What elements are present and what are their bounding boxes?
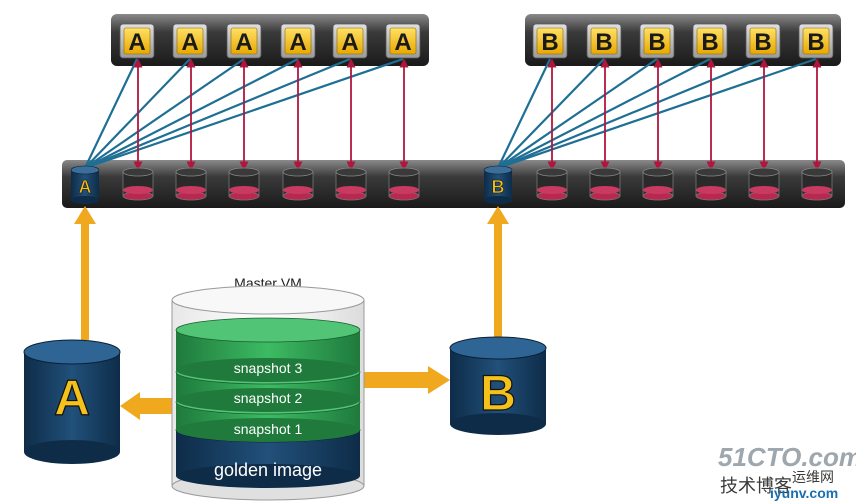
b-tile-letter: B — [595, 29, 612, 56]
b-replica-link-5 — [497, 57, 764, 170]
b-delta-disk-6 — [801, 167, 833, 201]
b-replica-link-6 — [497, 57, 817, 170]
full-clone-db-b: B — [449, 336, 547, 435]
a-tile-letter: A — [128, 29, 145, 56]
b-tile-letter: B — [807, 29, 824, 56]
snapshot-3-label: snapshot 3 — [234, 360, 303, 376]
snapshot-3-disk: snapshot 3 — [175, 317, 361, 382]
watermark-site: 51CTO.com — [718, 442, 856, 472]
a-tile-1: A — [119, 23, 155, 59]
replica-letter-b: B — [492, 177, 505, 197]
replica-letter-a: A — [79, 177, 92, 197]
a-delta-disk-2 — [175, 167, 207, 201]
b-delta-disk-5 — [748, 167, 780, 201]
b-delta-disk-1 — [536, 167, 568, 201]
b-tile-1: B — [532, 23, 568, 59]
a-tile-3: A — [226, 23, 262, 59]
a-replica-link-1 — [84, 58, 138, 169]
a-tile-5: A — [332, 23, 368, 59]
a-tile-letter: A — [181, 29, 198, 56]
a-tile-2: A — [172, 23, 208, 59]
b-tile-letter: B — [648, 29, 665, 56]
a-delta-disk-6 — [388, 167, 420, 201]
b-tile-6: B — [798, 23, 834, 59]
a-tile-letter: A — [235, 29, 252, 56]
arrow-b-to-replica — [487, 206, 509, 340]
b-replica-link-3 — [497, 58, 658, 169]
master-vm: Master VM golden image snapshot 1 snapsh… — [171, 275, 365, 501]
delta-disks-group-a — [122, 167, 420, 201]
b-delta-disk-2 — [589, 167, 621, 201]
b-tile-4: B — [692, 23, 728, 59]
b-tile-3: B — [639, 23, 675, 59]
arrow-master-to-b — [362, 366, 450, 394]
a-delta-disk-4 — [282, 167, 314, 201]
snapshot-2-label: snapshot 2 — [234, 390, 303, 406]
a-tile-letter: A — [289, 29, 306, 56]
watermark-domain: iyunv.com — [770, 485, 838, 501]
b-replica-link-1 — [497, 58, 551, 169]
full-clone-db-a: A — [23, 339, 121, 464]
b-delta-disk-3 — [642, 167, 674, 201]
b-tile-letter: B — [541, 29, 558, 56]
replica-disk-b: B — [483, 165, 513, 204]
golden-image-label: golden image — [214, 460, 322, 480]
b-delta-disk-4 — [695, 167, 727, 201]
watermark: 51CTO.com 技术博客 运维网 iyunv.com — [718, 442, 856, 501]
b-tile-5: B — [745, 23, 781, 59]
a-delta-disk-1 — [122, 167, 154, 201]
watermark-cn-left: 技术博客 — [720, 476, 792, 496]
b-replica-link-4 — [497, 58, 711, 169]
a-replica-link-3 — [84, 58, 245, 169]
a-delta-disk-3 — [228, 167, 260, 201]
delta-disks-group-b — [536, 167, 833, 201]
vm-bar-b — [525, 14, 841, 66]
arrow-master-to-a — [120, 392, 172, 420]
link-lines — [84, 57, 822, 171]
arrow-a-to-replica — [74, 206, 96, 340]
replica-disk-a: A — [70, 165, 100, 204]
snapshot-1-label: snapshot 1 — [234, 421, 303, 437]
a-replica-link-5 — [84, 57, 351, 170]
a-tile-6: A — [385, 23, 421, 59]
b-tile-letter: B — [701, 29, 718, 56]
a-delta-disk-5 — [335, 167, 367, 201]
b-tile-letter: B — [754, 29, 771, 56]
big-letter-a: A — [54, 370, 90, 426]
watermark-cn-right: 运维网 — [792, 469, 834, 485]
big-letter-b: B — [480, 365, 516, 421]
a-tile-4: A — [280, 23, 316, 59]
b-replica-link-2 — [497, 58, 605, 169]
b-tile-2: B — [586, 23, 622, 59]
a-tile-letter: A — [341, 29, 358, 56]
a-tile-letter: A — [394, 29, 411, 56]
vm-bar-a — [111, 14, 429, 66]
